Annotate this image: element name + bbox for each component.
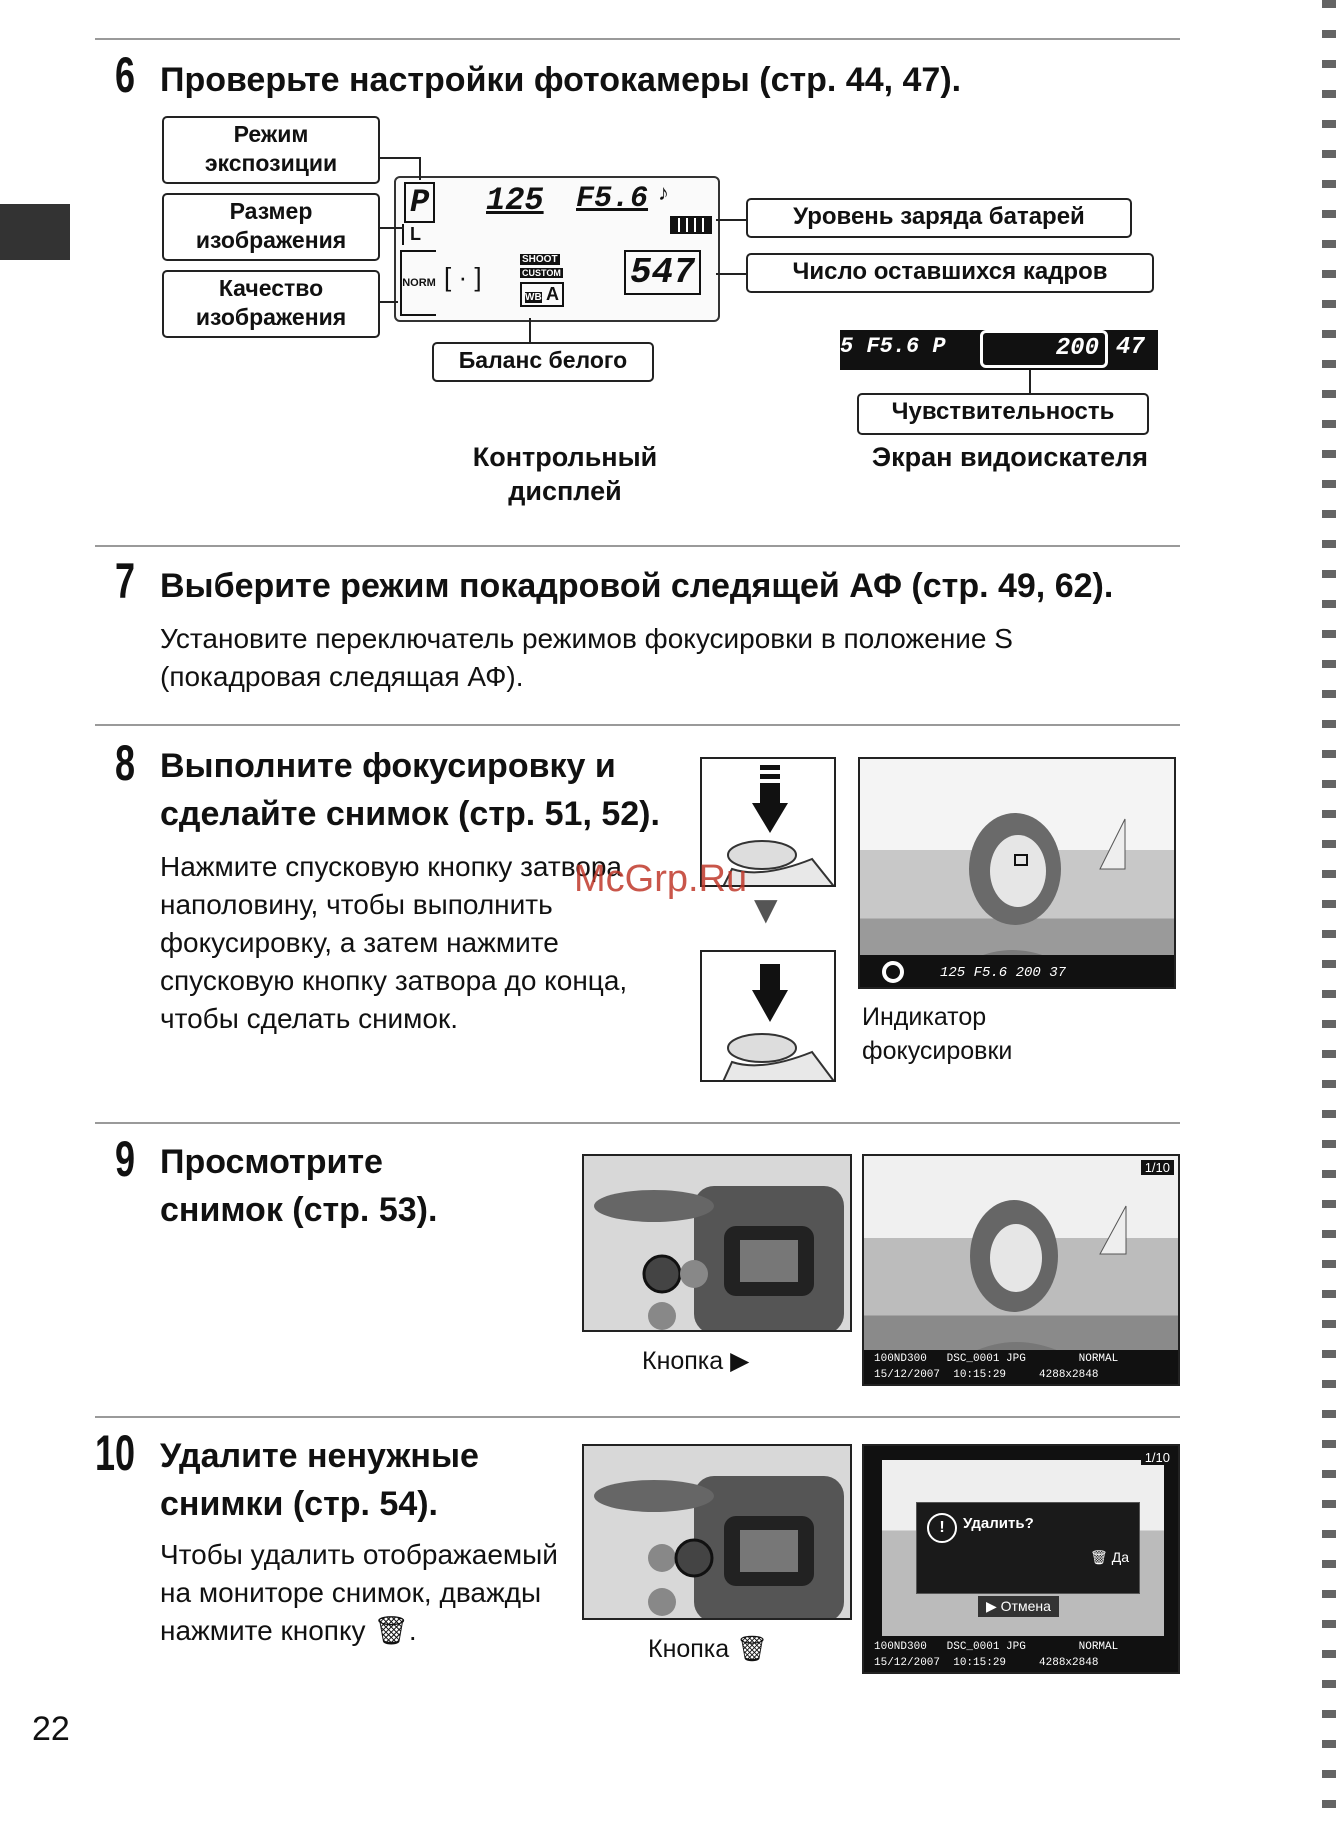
delete-button-caption: Кнопка 🗑 bbox=[648, 1635, 768, 1663]
page-number: 22 bbox=[32, 1710, 70, 1748]
dialog-cancel-label: Отмена bbox=[1000, 1598, 1051, 1614]
half-press-diagram bbox=[700, 757, 836, 887]
vf-iso: 200 bbox=[1055, 335, 1099, 362]
lcd-wb-value: A bbox=[546, 284, 560, 304]
warning-icon: ! bbox=[927, 1513, 957, 1543]
step-number: 8 bbox=[115, 735, 136, 791]
chapter-tab bbox=[0, 204, 70, 260]
vf-exposure: 5 F5.6 P bbox=[840, 334, 946, 359]
section-divider bbox=[95, 38, 1180, 40]
lcd-frames: 547 bbox=[624, 250, 701, 295]
scan-edge bbox=[1322, 0, 1336, 1824]
step-title: Выберите режим покадровой следящей АФ (с… bbox=[160, 567, 1114, 605]
label-white-balance: Баланс белого bbox=[432, 342, 654, 382]
vf-strip: 125 F5.6 200 37 bbox=[860, 955, 1174, 987]
viewfinder-display: 5 F5.6 P 200 47 bbox=[840, 330, 1158, 370]
step-title: Выполните фокусировку и сделайте снимок … bbox=[160, 747, 660, 833]
step-body: Чтобы удалить отображаемый на мониторе с… bbox=[160, 1539, 558, 1646]
camera-back-icon bbox=[594, 1186, 844, 1330]
viewfinder-photo: 125 F5.6 200 37 bbox=[858, 757, 1176, 989]
photo-info: 100ND300 DSC_0001 JPG NORMAL 15/12/2007 1… bbox=[864, 1638, 1178, 1672]
label-frames-remaining: Число оставшихся кадров bbox=[746, 253, 1154, 293]
vf-frames: 47 bbox=[1116, 334, 1145, 361]
camera-back-illustration bbox=[582, 1444, 852, 1620]
control-panel-lcd: P 125 F5.6 ♪ L NORM [ · ] SHOOT CUSTOM W… bbox=[394, 176, 720, 322]
full-press-icon bbox=[722, 964, 834, 1080]
step-number: 6 bbox=[115, 47, 136, 103]
half-press-icon bbox=[722, 765, 834, 885]
info-line: 100ND300 DSC_0001 JPG NORMAL bbox=[874, 1641, 1119, 1653]
trash-icon: 🗑 bbox=[1090, 1549, 1108, 1565]
full-press-diagram bbox=[700, 950, 836, 1082]
delete-confirm-screen: 1/10 ! Удалить? 🗑 Да ▶ Отмена 100ND300 D… bbox=[862, 1444, 1180, 1674]
playback-icon: ▶ bbox=[986, 1598, 997, 1614]
label-battery: Уровень заряда батарей bbox=[746, 198, 1132, 238]
lcd-wb-icon: WB bbox=[525, 292, 542, 303]
lcd-af-area: [ · ] bbox=[444, 262, 482, 292]
dialog-cancel-option[interactable]: ▶ Отмена bbox=[978, 1596, 1059, 1617]
iso-highlight: 200 bbox=[980, 330, 1108, 368]
lcd-mode: P bbox=[404, 182, 436, 223]
photo-info: 100ND300 DSC_0001 JPG NORMAL 15/12/2007 1… bbox=[864, 1350, 1178, 1384]
step-title: Проверьте настройки фотокамеры (стр. 44,… bbox=[160, 61, 962, 99]
camera-back-icon bbox=[594, 1476, 844, 1618]
image-counter: 1/10 bbox=[1140, 1160, 1174, 1175]
delete-dialog: ! Удалить? 🗑 Да bbox=[916, 1502, 1140, 1594]
watermark: McGrp.Ru bbox=[574, 858, 748, 900]
section-divider bbox=[95, 1122, 1180, 1124]
lcd-quality: NORM bbox=[400, 250, 436, 316]
caption-viewfinder: Экран видоискателя bbox=[871, 442, 1149, 472]
dialog-yes-option[interactable]: 🗑 Да bbox=[1090, 1549, 1129, 1566]
step-number: 9 bbox=[115, 1131, 136, 1187]
dialog-title: Удалить? bbox=[963, 1515, 1034, 1532]
focus-indicator-icon bbox=[882, 961, 904, 983]
beep-icon: ♪ bbox=[658, 180, 669, 205]
label-image-size: Размер изображения bbox=[162, 193, 380, 261]
dialog-yes-label: Да bbox=[1111, 1549, 1129, 1565]
label-image-quality: Качество изображения bbox=[162, 270, 380, 338]
info-line: 15/12/2007 10:15:29 4288x2848 bbox=[874, 1657, 1099, 1669]
step-title: Просмотрите снимок (стр. 53). bbox=[160, 1143, 438, 1229]
info-line: 100ND300 DSC_0001 JPG NORMAL bbox=[874, 1353, 1119, 1365]
lcd-wb: WB A bbox=[520, 282, 565, 307]
lcd-aperture: F5.6 bbox=[576, 182, 649, 216]
camera-back-illustration bbox=[582, 1154, 852, 1332]
playback-photo: 1/10 100ND300 DSC_0001 JPG NORMAL 15/12/2… bbox=[862, 1154, 1180, 1386]
leader-lines bbox=[380, 157, 1031, 395]
step-title: Удалите ненужные снимки (стр. 54). bbox=[160, 1437, 479, 1523]
focus-indicator-label: Индикатор фокусировки bbox=[862, 1003, 1013, 1065]
lcd-size: L bbox=[402, 224, 421, 245]
step-body: Нажмите спусковую кнопку затвора наполов… bbox=[160, 851, 628, 1034]
section-divider bbox=[95, 545, 1180, 547]
lcd-shoot-bank: SHOOT bbox=[520, 254, 560, 265]
step-body: Установите переключатель режимов фокусир… bbox=[160, 623, 1013, 692]
lcd-shutter: 125 bbox=[486, 182, 544, 219]
arrow-down-icon: ▼ bbox=[746, 888, 786, 932]
lcd-custom-bank: CUSTOM bbox=[520, 268, 563, 278]
image-counter: 1/10 bbox=[1140, 1450, 1174, 1465]
battery-icon bbox=[670, 216, 712, 234]
playback-button-caption: Кнопка ▶ bbox=[642, 1347, 750, 1375]
label-exposure-mode: Режим экспозиции bbox=[162, 116, 380, 184]
info-line: 15/12/2007 10:15:29 4288x2848 bbox=[874, 1369, 1099, 1381]
label-sensitivity: Чувствительность bbox=[857, 393, 1149, 435]
step-number: 10 bbox=[95, 1425, 136, 1481]
section-divider bbox=[95, 1416, 1180, 1418]
step-number: 7 bbox=[115, 553, 136, 609]
caption-control-panel: Контрольный дисплей bbox=[472, 442, 658, 506]
section-divider bbox=[95, 724, 1180, 726]
